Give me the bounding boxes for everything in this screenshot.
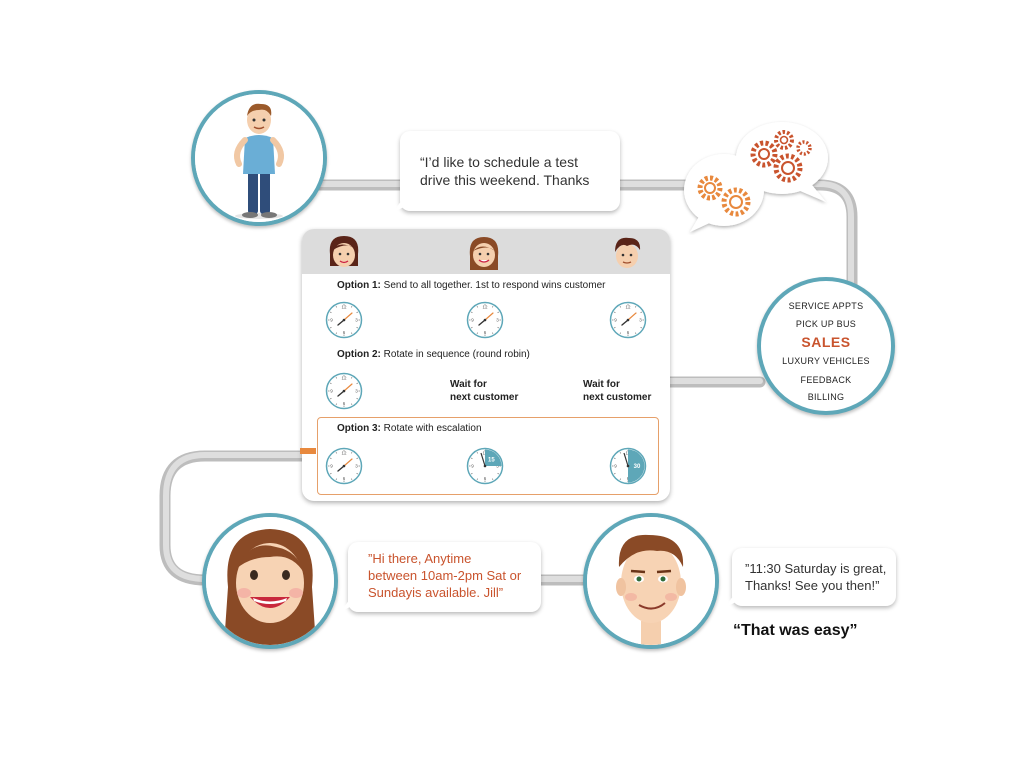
option-2-text: Rotate in sequence (round robin)	[383, 349, 530, 360]
option-3-label: Option 3:	[337, 423, 381, 434]
services-circle: SERVICE APPTS PICK UP BUS SALES LUXURY V…	[757, 277, 895, 415]
clock-15-minute-icon: 1236915	[466, 447, 504, 485]
svg-text:15: 15	[488, 458, 495, 464]
clock-icon: 12 3 6 9	[325, 372, 363, 410]
service-item: PICK UP BUS	[795, 319, 857, 329]
svg-text:12: 12	[625, 305, 631, 310]
agent-female-icon	[206, 517, 334, 645]
customer-request-line: “I’d like to schedule a test	[420, 154, 578, 170]
routing-options-card: Option 1: Send to all together. 1st to r…	[300, 229, 670, 501]
wait-line: Wait for	[583, 379, 620, 390]
agent-female-dark-icon	[329, 236, 359, 267]
agent-female-icon	[469, 237, 499, 270]
wait-line: Wait for	[450, 379, 487, 390]
svg-text:9: 9	[330, 464, 333, 469]
clock-icon: 12 3 6 9	[325, 447, 363, 485]
svg-text:6: 6	[627, 330, 630, 335]
escalation-pointer	[300, 448, 316, 454]
svg-text:6: 6	[343, 401, 346, 406]
clock-icon: 12 3 6 9	[466, 301, 504, 339]
clock-icon: 12 3 6 9	[325, 301, 363, 339]
svg-text:3: 3	[639, 464, 642, 469]
svg-text:6: 6	[343, 476, 346, 481]
jill-agent-avatar	[202, 513, 338, 649]
svg-text:3: 3	[355, 318, 358, 323]
customer-closeup-avatar	[583, 513, 719, 649]
svg-text:9: 9	[614, 464, 617, 469]
svg-text:12: 12	[341, 376, 347, 381]
bubble-tail	[724, 590, 744, 608]
svg-text:9: 9	[330, 318, 333, 323]
svg-text:9: 9	[471, 464, 474, 469]
option-1-title: Option 1: Send to all together. 1st to r…	[337, 280, 605, 291]
svg-text:3: 3	[496, 318, 499, 323]
gears-icon	[684, 122, 828, 232]
jill-reply-line: Sundayis available. Jill”	[368, 585, 504, 600]
customer-request-bubble: “I’d like to schedule a test drive this …	[392, 131, 620, 213]
svg-text:3: 3	[639, 318, 642, 323]
svg-text:9: 9	[330, 389, 333, 394]
clock-icon: 12 3 6 9	[609, 301, 647, 339]
agents-header	[302, 229, 670, 274]
bubble-tail	[392, 195, 412, 213]
bubble-tail	[340, 594, 360, 612]
svg-text:12: 12	[341, 305, 347, 310]
svg-text:6: 6	[484, 476, 487, 481]
service-item-highlight: SALES	[801, 334, 851, 350]
customer-confirm-line: ”11:30 Saturday is great,	[745, 561, 887, 576]
svg-text:12: 12	[341, 451, 347, 456]
customer-confirm-bubble: ”11:30 Saturday is great, Thanks! See yo…	[724, 548, 896, 608]
wait-line: next customer	[450, 392, 519, 403]
service-item: BILLING	[807, 392, 845, 402]
customer-avatar-icon	[587, 517, 715, 645]
svg-text:3: 3	[355, 389, 358, 394]
option-1-label: Option 1:	[337, 280, 381, 291]
escalation-option-box	[317, 417, 659, 495]
option-3-text: Rotate with escalation	[383, 423, 482, 434]
wait-label: Wait for next customer	[583, 378, 651, 404]
jill-reply-line: ”Hi there, Anytime	[368, 551, 472, 566]
customer-avatar-icon	[195, 94, 323, 222]
customer-request-line: drive this weekend. Thanks	[420, 172, 590, 188]
service-item: SERVICE APPTS	[788, 301, 864, 311]
option-3-title: Option 3: Rotate with escalation	[337, 423, 482, 434]
service-item: LUXURY VEHICLES	[782, 356, 870, 366]
wait-line: next customer	[583, 392, 652, 403]
wait-label: Wait for next customer	[450, 378, 518, 404]
svg-text:9: 9	[471, 318, 474, 323]
svg-text:12: 12	[482, 305, 488, 310]
jill-reply-bubble: ”Hi there, Anytime between 10am-2pm Sat …	[340, 542, 541, 612]
option-2-title: Option 2: Rotate in sequence (round robi…	[337, 349, 530, 360]
svg-text:30: 30	[634, 464, 641, 470]
svg-text:6: 6	[484, 330, 487, 335]
clock-30-minute-icon: 1236930	[609, 447, 647, 485]
svg-text:6: 6	[343, 330, 346, 335]
service-item: FEEDBACK	[800, 375, 852, 385]
customer-confirm-line: Thanks! See you then!”	[745, 578, 880, 593]
svg-text:3: 3	[355, 464, 358, 469]
jill-reply-line: between 10am-2pm Sat or	[368, 568, 522, 583]
option-1-text: Send to all together. 1st to respond win…	[383, 280, 606, 291]
option-2-label: Option 2:	[337, 349, 381, 360]
customer-avatar	[191, 90, 327, 226]
agent-male-icon	[615, 237, 641, 268]
tagline: “That was easy”	[733, 622, 858, 639]
svg-text:9: 9	[614, 318, 617, 323]
